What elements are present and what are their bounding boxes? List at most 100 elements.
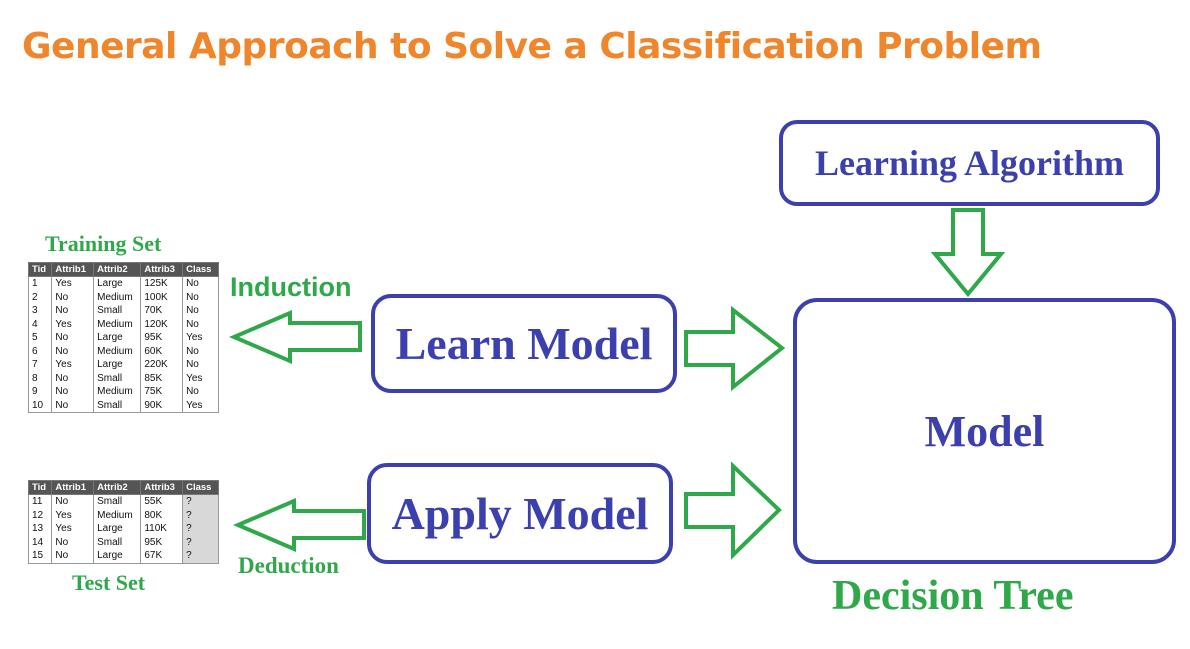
apply-model-label: Apply Model [391, 488, 649, 539]
down-arrow-icon [930, 208, 1006, 298]
table-cell: ? [182, 549, 219, 564]
table-cell: No [51, 385, 95, 399]
column-header: Class [182, 262, 219, 277]
column-header: Attrib1 [51, 480, 95, 495]
column-header: Tid [27, 480, 53, 495]
table-cell: No [51, 290, 95, 304]
column-header: Attrib2 [93, 262, 142, 277]
table-cell: Yes [182, 331, 219, 345]
table-cell: Small [93, 304, 142, 318]
training-set-label: Training Set [45, 231, 162, 256]
table-cell: No [51, 549, 95, 564]
table-cell: No [51, 398, 95, 413]
table-cell: 90K [140, 398, 184, 413]
table-cell: Large [93, 331, 142, 345]
table-cell: 125K [140, 276, 184, 291]
table-cell: No [182, 290, 219, 304]
table-cell: 60K [140, 344, 184, 358]
table-cell: Small [93, 398, 142, 413]
column-header: Class [182, 480, 219, 495]
table-cell: 75K [140, 385, 184, 399]
table-cell: Medium [93, 290, 142, 304]
table-cell: Small [93, 371, 142, 385]
column-header: Tid [27, 262, 53, 277]
table-cell: Yes [182, 371, 219, 385]
table-cell: 95K [140, 331, 184, 345]
table-cell: No [182, 344, 219, 358]
table-cell: 110K [140, 522, 184, 536]
induction-left-arrow-icon [228, 309, 362, 365]
table-cell: 10 [27, 398, 53, 413]
table-cell: 9 [27, 385, 53, 399]
table-cell: Medium [93, 317, 142, 331]
table-cell: Large [93, 522, 142, 536]
table-cell: 120K [140, 317, 184, 331]
table-cell: Small [93, 494, 142, 509]
table-cell: No [51, 304, 95, 318]
table-cell: Yes [51, 522, 95, 536]
table-cell: 85K [140, 371, 184, 385]
table-cell: 5 [27, 331, 53, 345]
learning-algorithm-box: Learning Algorithm [779, 120, 1160, 206]
table-cell: ? [182, 522, 219, 536]
table-cell: Medium [93, 344, 142, 358]
learning-algorithm-label: Learning Algorithm [814, 143, 1124, 183]
table-cell: No [51, 344, 95, 358]
table-cell: 220K [140, 358, 184, 372]
table-cell: No [51, 371, 95, 385]
table-cell: Medium [93, 385, 142, 399]
table-cell: Yes [51, 276, 95, 291]
table-cell: 3 [27, 304, 53, 318]
table-cell: Small [93, 535, 142, 549]
table-cell: No [51, 535, 95, 549]
table-cell: ? [182, 535, 219, 549]
table-cell: 14 [27, 535, 53, 549]
table-cell: Large [93, 276, 142, 291]
table-cell: Yes [182, 398, 219, 413]
table-cell: ? [182, 508, 219, 522]
apply-to-model-right-arrow-icon [684, 461, 782, 560]
learn-model-box: Learn Model [371, 294, 677, 393]
decision-tree-label: Decision Tree [832, 573, 1074, 619]
column-header: Attrib3 [140, 262, 184, 277]
table-cell: 7 [27, 358, 53, 372]
table-cell: 95K [140, 535, 184, 549]
model-box: Model [793, 298, 1176, 564]
table-cell: 80K [140, 508, 184, 522]
table-cell: Yes [51, 508, 95, 522]
table-cell: 8 [27, 371, 53, 385]
model-label: Model [924, 406, 1045, 456]
column-header: Attrib3 [140, 480, 184, 495]
column-header: Attrib2 [93, 480, 142, 495]
table-cell: No [51, 494, 95, 509]
table-cell: 70K [140, 304, 184, 318]
table-cell: No [182, 385, 219, 399]
table-cell: 2 [27, 290, 53, 304]
table-cell: ? [182, 494, 219, 509]
apply-model-box: Apply Model [367, 463, 673, 564]
table-cell: 4 [27, 317, 53, 331]
table-cell: 67K [140, 549, 184, 564]
table-cell: No [182, 358, 219, 372]
table-cell: No [51, 331, 95, 345]
learn-to-model-right-arrow-icon [684, 305, 786, 392]
learn-model-label: Learn Model [395, 318, 653, 369]
induction-label: Induction [230, 272, 352, 302]
deduction-left-arrow-icon [232, 497, 366, 553]
